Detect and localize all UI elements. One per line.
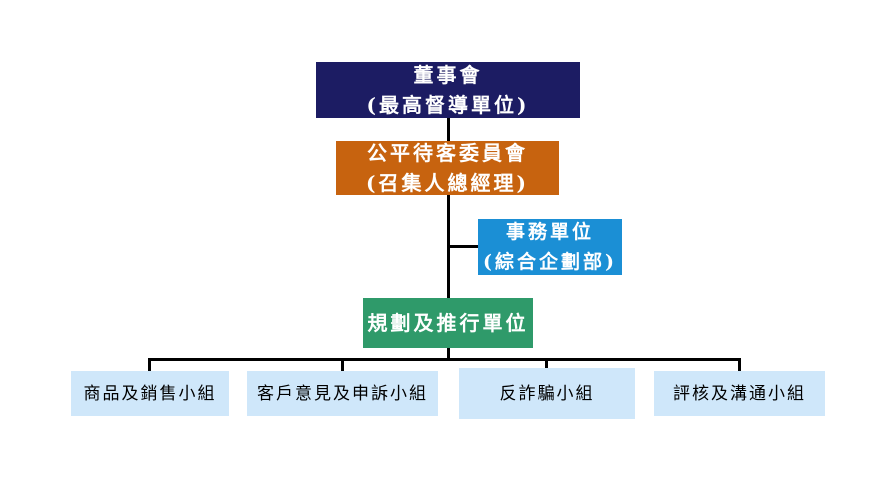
committee-title: 公平待客委員會 [367,141,528,165]
board-subtitle: (最高督導單位) [366,93,530,117]
group-node-sales: 商品及銷售小組 [71,371,229,416]
group-node-anti-fraud: 反詐騙小組 [459,368,635,419]
affairs-node: 事務單位 (綜合企劃部) [478,219,622,275]
affairs-title: 事務單位 [505,221,594,243]
connector-committee-planning [447,195,450,298]
group-label: 商品及銷售小組 [83,383,217,404]
group-node-complaints: 客戶意見及申訴小組 [247,371,438,416]
board-title: 董事會 [413,63,483,87]
connector-group-1 [148,358,151,371]
board-node: 董事會 (最高督導單位) [316,62,580,118]
connector-groups-bus [148,358,741,361]
group-node-evaluation: 評核及溝通小組 [654,371,825,416]
group-label: 反詐騙小組 [499,383,595,404]
group-label: 評核及溝通小組 [673,383,806,404]
committee-subtitle: (召集人總經理) [366,171,529,195]
connector-planning-bus-vertical [447,348,450,360]
committee-node: 公平待客委員會 (召集人總經理) [336,141,559,195]
affairs-subtitle: (綜合企劃部) [483,251,617,273]
planning-node: 規劃及推行單位 [363,298,533,348]
connector-group-4 [738,358,741,371]
planning-title: 規劃及推行單位 [367,311,529,335]
group-label: 客戶意見及申訴小組 [257,383,428,404]
connector-board-committee [447,118,450,141]
connector-group-3 [545,358,548,368]
connector-group-2 [341,358,344,371]
connector-affairs-branch [449,245,478,248]
